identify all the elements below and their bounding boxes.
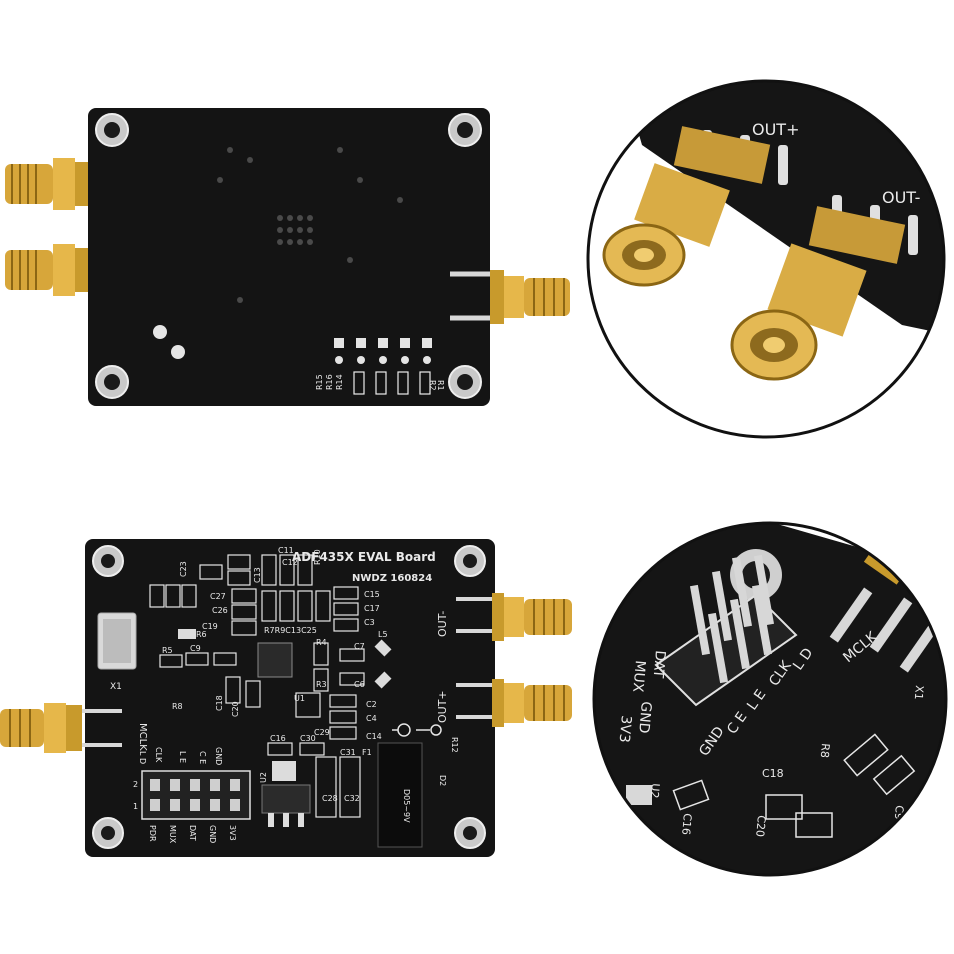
header-label-clk: CLK: [154, 747, 163, 763]
zoom-label-r8: R8: [818, 743, 832, 759]
label-c31: C31: [340, 748, 356, 757]
pin-header: [141, 770, 251, 820]
sma-connector-out-plus: [456, 679, 572, 727]
label-r12: R12: [450, 737, 459, 753]
header-label-gnd-bottom: GND: [208, 825, 217, 843]
zoom-circle-header: MUX DAT 3V3 GND CLK L D L E C E GND MCLK…: [592, 521, 948, 877]
zoom-label-u2: U2: [648, 783, 662, 799]
label-c14: C14: [366, 732, 382, 741]
zoom-circle-outputs: OUT+ OUT-: [586, 79, 946, 439]
label-r6: R6: [196, 630, 207, 639]
pll-chip: [257, 642, 293, 678]
crystal-label: X1: [110, 682, 122, 692]
label-r10: R10: [313, 549, 322, 565]
header-label-3v3: 3V3: [228, 825, 237, 841]
zoom-out-plus-label: OUT+: [752, 120, 799, 139]
resistor-label-r15: R15: [315, 374, 324, 390]
label-r3: R3: [316, 680, 327, 689]
header-label-gnd-top: GND: [214, 747, 223, 765]
sma-connector-mclk: [0, 703, 122, 753]
label-c23: C23: [179, 561, 188, 577]
out-minus-label: OUT-: [436, 611, 449, 637]
header-label-pdr: PDR: [148, 825, 157, 842]
sma-connector-out-minus: [456, 593, 572, 641]
resistor-label-r2: R2: [428, 380, 437, 391]
zoom-label-c18: C18: [762, 767, 784, 780]
board-back-view: R15 R16 R14 R2 R1: [5, 108, 570, 406]
label-c4: C4: [366, 714, 377, 723]
pin-header-zoom: [654, 554, 798, 707]
resistor-label-r16: R16: [325, 374, 334, 390]
zoom-label-c16: C16: [679, 813, 694, 836]
label-c6: C6: [354, 680, 365, 689]
label-c26: C26: [212, 606, 228, 615]
header-label-ce: C E: [198, 751, 207, 764]
label-r4: R4: [316, 638, 327, 647]
label-c11: C11: [278, 546, 294, 555]
label-c29: C29: [314, 728, 330, 737]
label-c30: C30: [300, 734, 316, 743]
header-pin-number-2: 2: [133, 780, 138, 789]
zoom-label-c20: C20: [753, 815, 768, 838]
header-label-mux: MUX: [168, 825, 177, 844]
header-label-le: L E: [178, 751, 187, 763]
label-r8: R8: [172, 702, 183, 711]
label-c18: C18: [215, 695, 224, 711]
label-u2: U2: [259, 772, 268, 783]
label-u1: U1: [294, 694, 305, 703]
zoom-out-minus-label: OUT-: [882, 188, 920, 207]
resistor-label-r1: R1: [436, 380, 445, 391]
board-date-code: NWDZ 160824: [352, 573, 432, 584]
label-c16: C16: [270, 734, 286, 743]
label-c13: C13: [253, 567, 262, 583]
label-c17: C17: [364, 604, 380, 613]
label-c12: C12: [282, 558, 298, 567]
zoom-header-label-3v3: 3V3: [616, 715, 634, 744]
label-c7: C7: [354, 642, 365, 651]
dc-power-jack: [377, 742, 423, 848]
header-label-ld: L D: [138, 751, 147, 764]
zoom-label-x1: X1: [912, 685, 926, 701]
power-input-label: D05~9V: [402, 789, 411, 823]
zoom-header-label-mux: MUX: [629, 660, 648, 694]
sma-connector-right: [450, 270, 570, 324]
label-c15: C15: [364, 590, 380, 599]
label-c2: C2: [366, 700, 377, 709]
polarity-icon: [392, 723, 442, 737]
sma-connector-zoom-lower: [730, 206, 906, 381]
mclk-label: MCLK: [137, 723, 148, 751]
board-title: ADF435X EVAL Board: [292, 550, 436, 564]
label-d2: D2: [438, 775, 447, 786]
label-f1: F1: [362, 748, 372, 757]
out-plus-label: OUT+: [436, 690, 449, 723]
label-c32: C32: [344, 794, 360, 803]
label-c28: C28: [322, 794, 338, 803]
sma-connector-zoom-upper: [602, 126, 771, 287]
label-c9: C9: [190, 644, 201, 653]
label-l5: L5: [378, 630, 388, 639]
resistor-label-r14: R14: [335, 374, 344, 390]
label-c27: C27: [210, 592, 226, 601]
label-c20: C20: [231, 701, 240, 717]
zoom-header-label-dat: DAT: [650, 650, 668, 679]
label-c19: C19: [202, 622, 218, 631]
label-r5: R5: [162, 646, 173, 655]
pcb-back: [88, 108, 490, 406]
board-front-view: ADF435X EVAL Board NWDZ 160824 X1 C23 C1…: [0, 539, 572, 857]
header-label-dat: DAT: [188, 825, 197, 841]
voltage-regulator: [261, 784, 311, 814]
zoom-header-label-gnd-upper: GND: [635, 701, 654, 734]
label-c3: C3: [364, 618, 375, 627]
label-r7r9c13c25: R7R9C13C25: [264, 626, 317, 635]
header-pin-number-1: 1: [133, 802, 138, 811]
